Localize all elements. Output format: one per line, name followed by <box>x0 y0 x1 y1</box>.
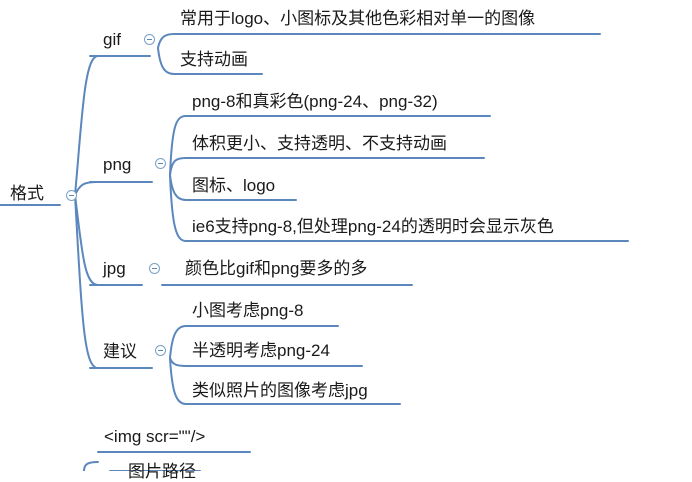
trunk-jpg <box>74 194 99 286</box>
branch-suggest-label[interactable]: 建议 <box>103 342 137 361</box>
jpg-child-1[interactable]: 颜色比gif和png要多的多 <box>185 259 368 278</box>
png-connector-4 <box>169 174 187 242</box>
next-topic-child-partial[interactable]: 图片路径 <box>128 462 196 481</box>
branch-jpg-label[interactable]: jpg <box>103 259 126 278</box>
next-topic-label[interactable]: <img scr=""/> <box>104 427 206 446</box>
suggest-child-2[interactable]: 半透明考虑png-24 <box>192 341 330 360</box>
next-topic-connector <box>83 461 99 471</box>
mindmap-connectors <box>0 33 629 471</box>
trunk-gif <box>74 55 99 196</box>
gif-collapse-icon[interactable] <box>144 34 155 45</box>
png-child-2[interactable]: 体积更小、支持透明、不支持动画 <box>192 134 447 153</box>
gif-child-2[interactable]: 支持动画 <box>180 50 248 69</box>
suggest-connector-3 <box>169 357 187 405</box>
png-child-1[interactable]: png-8和真彩色(png-24、png-32) <box>192 92 438 111</box>
gif-child-1[interactable]: 常用于logo、小图标及其他色彩相对单一的图像 <box>180 9 536 28</box>
suggest-connector-2 <box>169 357 187 367</box>
trunk-suggest <box>74 194 99 369</box>
png-collapse-icon[interactable] <box>155 158 166 169</box>
png-child-3[interactable]: 图标、logo <box>192 176 276 195</box>
suggest-child-3[interactable]: 类似照片的图像考虑jpg <box>192 381 368 400</box>
root-node-label[interactable]: 格式 <box>10 184 44 203</box>
trunk-png <box>74 181 99 196</box>
png-child-4[interactable]: ie6支持png-8,但处理png-24的透明时会显示灰色 <box>192 217 554 236</box>
jpg-collapse-icon[interactable] <box>149 263 160 274</box>
png-connector-3 <box>169 174 187 201</box>
branch-gif-label[interactable]: gif <box>103 30 121 49</box>
gif-connector-1 <box>157 33 175 49</box>
png-connector-1 <box>169 115 187 176</box>
gif-connector-2 <box>157 47 175 75</box>
png-connector-2 <box>169 157 187 176</box>
root-collapse-icon[interactable] <box>66 190 77 201</box>
suggest-collapse-icon[interactable] <box>155 345 166 356</box>
suggest-connector-1 <box>169 325 187 359</box>
branch-png-label[interactable]: png <box>103 155 132 174</box>
suggest-child-1[interactable]: 小图考虑png-8 <box>192 301 304 320</box>
